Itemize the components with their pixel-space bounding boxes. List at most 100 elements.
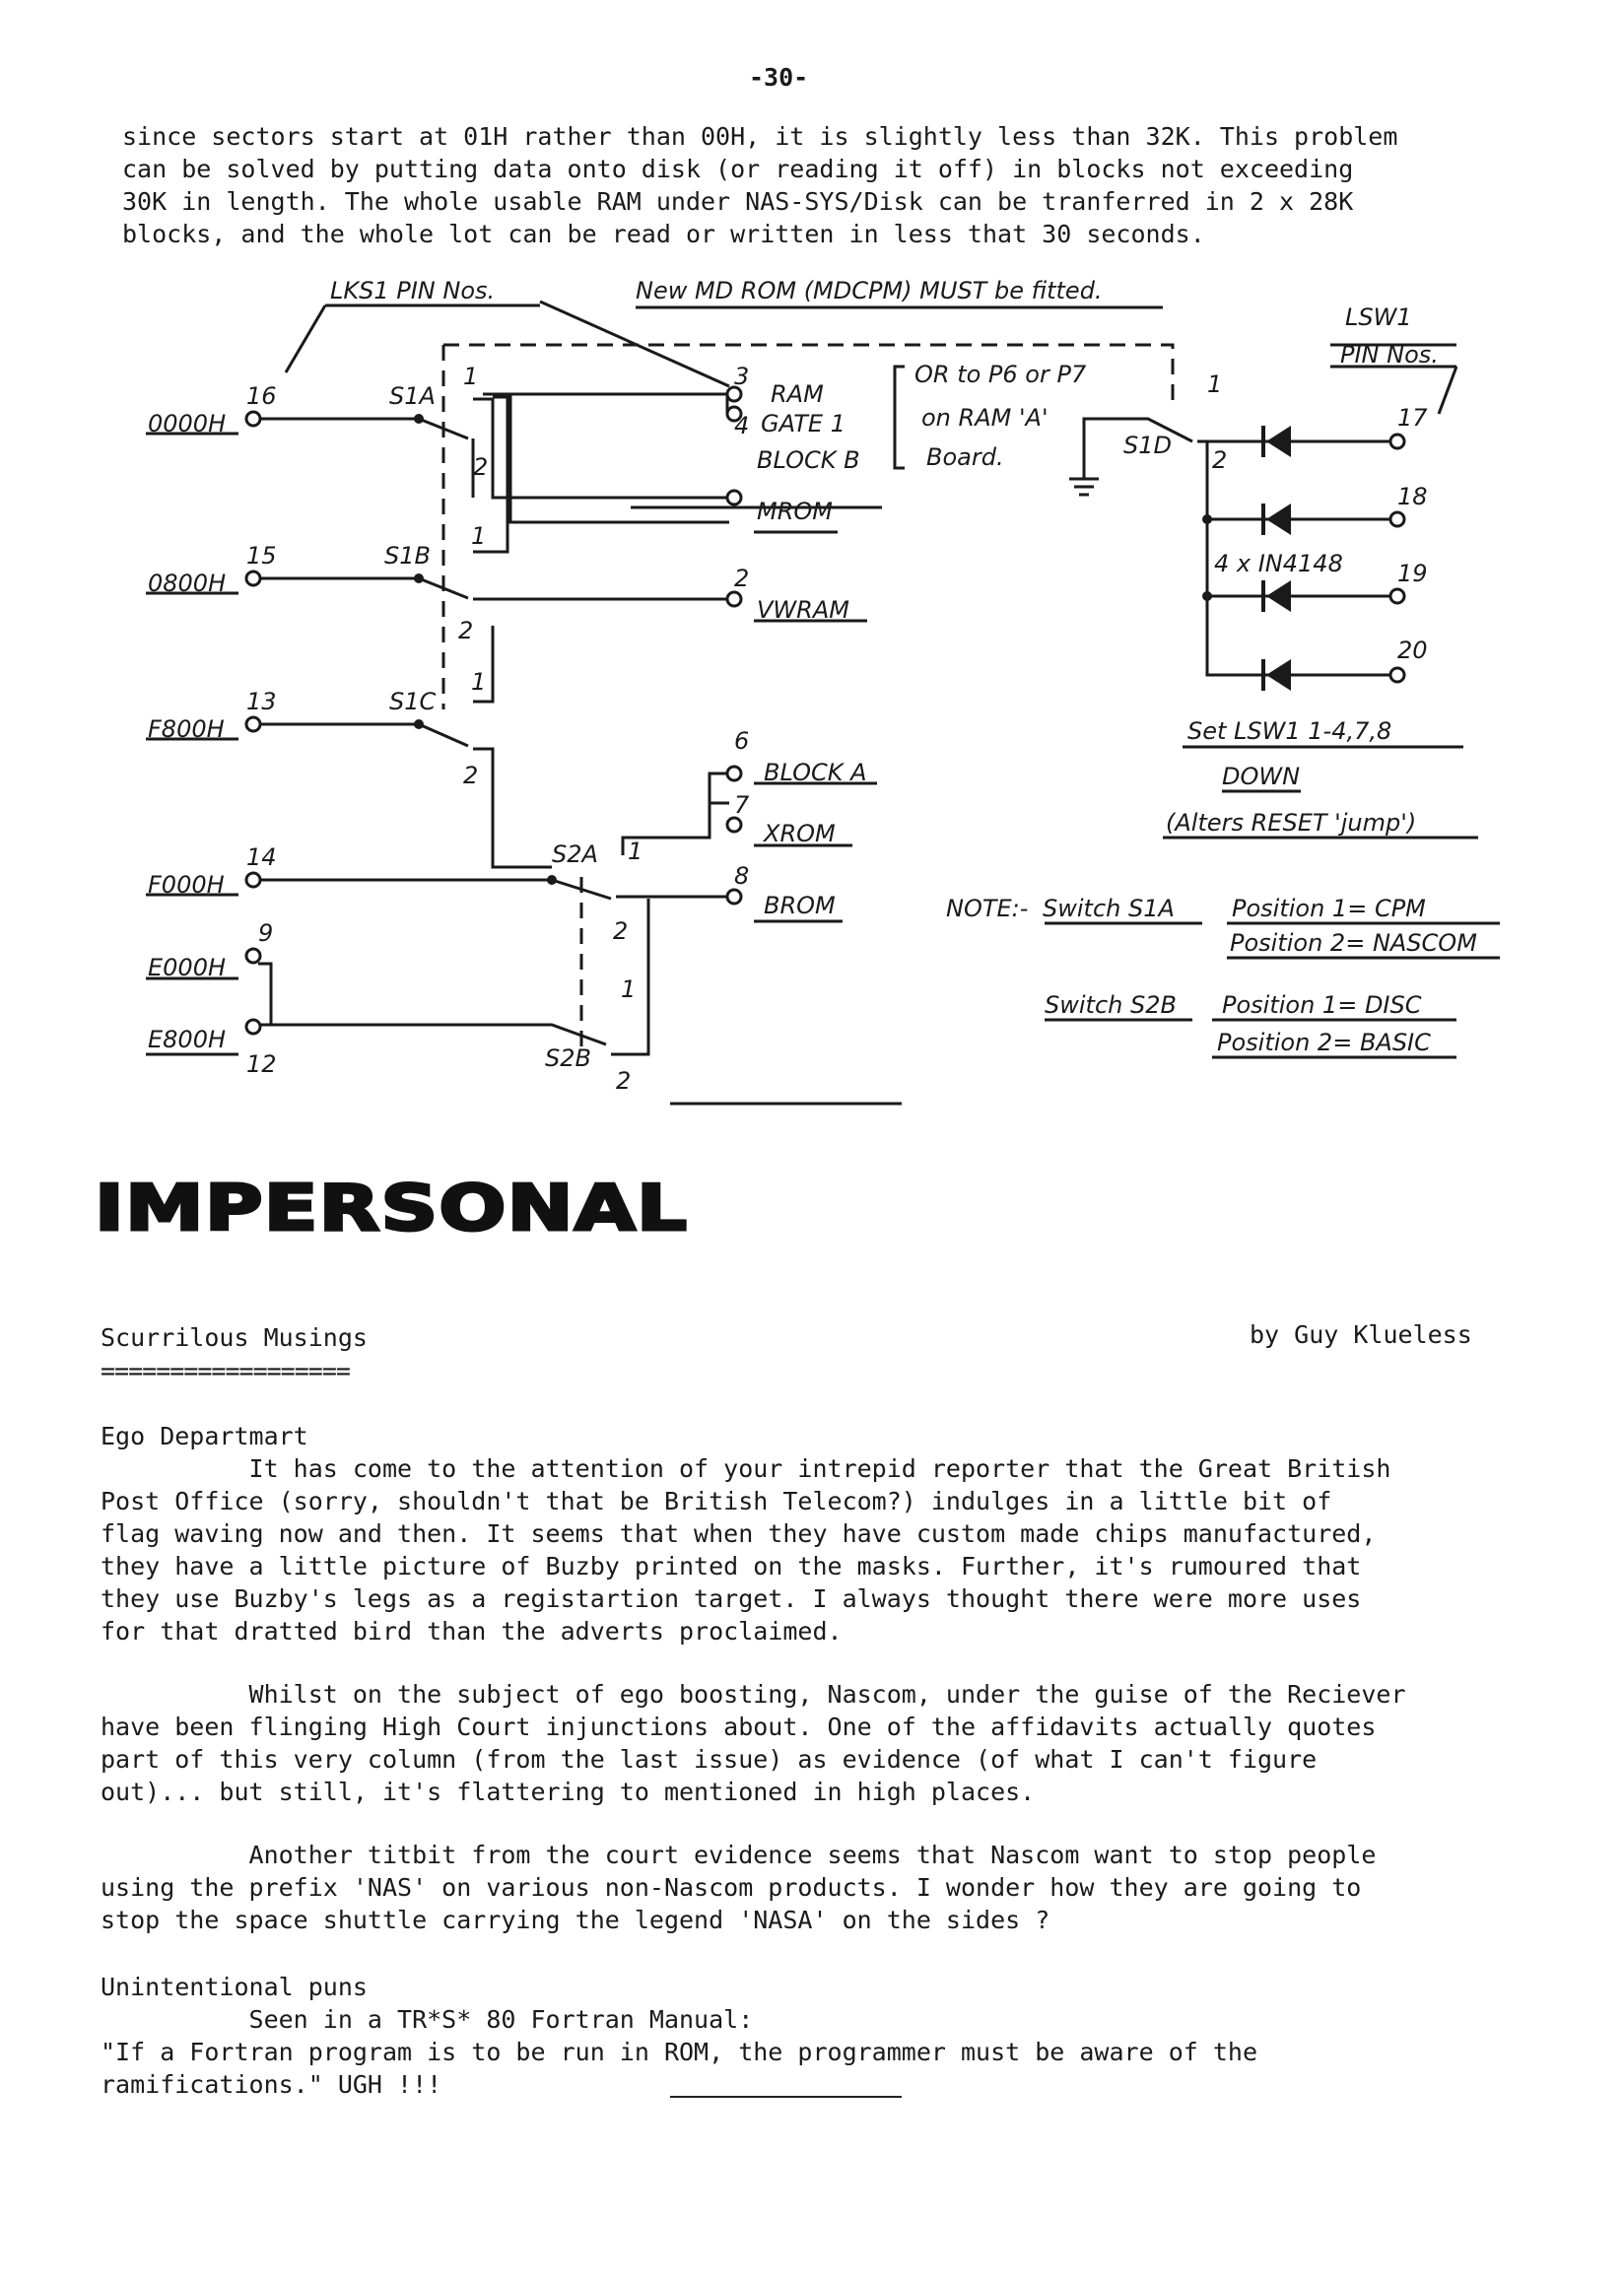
intro-line: 30K in length. The whole usable RAM unde…	[122, 187, 1354, 216]
section-subheading: Ego Departmart	[101, 1422, 308, 1450]
pin-number: 16	[246, 382, 277, 410]
position-number: 1	[621, 975, 636, 1003]
lsw-pin: 19	[1397, 560, 1428, 587]
lks1-label: LKS1 PIN Nos.	[330, 277, 495, 304]
end-rule	[670, 2096, 902, 2098]
mdrom-note: New MD ROM (MDCPM) MUST be fitted.	[636, 277, 1103, 304]
body-line: Another titbit from the court evidence s…	[101, 1841, 1377, 1869]
body-line: Whilst on the subject of ego boosting, N…	[101, 1680, 1406, 1709]
addr-label: F000H	[148, 871, 225, 899]
pin-number: 6	[734, 727, 749, 755]
pin-number: 4	[734, 412, 749, 439]
body-line: ramifications." UGH !!!	[101, 2070, 442, 2099]
lsw1-setting: DOWN	[1222, 763, 1300, 790]
board-note: Board.	[926, 443, 1004, 471]
lsw1-setting: (Alters RESET 'jump')	[1166, 809, 1416, 837]
addr-label: E800H	[148, 1026, 226, 1053]
pin-number: 8	[734, 862, 749, 890]
lsw1-pin-label: PIN Nos.	[1340, 341, 1439, 369]
column-title-underline: ==================	[101, 1357, 351, 1385]
note-position: Position 2= BASIC	[1217, 1029, 1431, 1056]
intro-paragraph: since sectors start at 01H rather than 0…	[122, 120, 1397, 250]
article-section: Ego Departmart It has come to the attent…	[101, 1420, 1390, 1647]
section-subheading: Unintentional puns	[101, 1973, 368, 2001]
body-line: out)... but still, it's flattering to me…	[101, 1778, 1036, 1806]
pin-number: 12	[246, 1050, 277, 1078]
signal-blocka: BLOCK A	[764, 759, 867, 786]
body-line: have been flinging High Court injunction…	[101, 1713, 1377, 1741]
switch-label: S1B	[384, 542, 431, 570]
signal-blockb: BLOCK B	[757, 446, 860, 474]
note-position: Position 1= DISC	[1222, 991, 1422, 1019]
note-switch: Switch S1A	[1043, 895, 1175, 922]
lsw1-label: LSW1	[1345, 303, 1412, 331]
article-section: Whilst on the subject of ego boosting, N…	[101, 1678, 1406, 1808]
position-number: 1	[471, 668, 486, 696]
position-number: 2	[1212, 446, 1227, 474]
intro-line: can be solved by putting data onto disk …	[122, 155, 1354, 183]
position-number: 2	[613, 917, 628, 945]
signal-gate1: GATE 1	[761, 410, 846, 437]
intro-line: since sectors start at 01H rather than 0…	[122, 122, 1398, 151]
pin-number: 13	[246, 688, 277, 715]
pin-number: 7	[734, 791, 750, 819]
addr-label: E000H	[148, 954, 226, 981]
position-number: 2	[463, 762, 478, 789]
board-note: OR to P6 or P7	[914, 361, 1087, 388]
switch-label: S1C	[389, 688, 437, 715]
byline: by Guy Klueless	[1250, 1320, 1472, 1349]
diode-label: 4 x IN4148	[1214, 550, 1343, 577]
switch-label: S2A	[552, 840, 598, 868]
lsw-pin: 17	[1397, 404, 1428, 432]
body-line: Seen in a TR*S* 80 Fortran Manual:	[101, 2005, 754, 2034]
signal-vwram: VWRAM	[757, 596, 849, 624]
body-line: for that dratted bird than the adverts p…	[101, 1617, 843, 1646]
note-label: NOTE:-	[946, 895, 1028, 922]
body-line: "If a Fortran program is to be run in RO…	[101, 2038, 1257, 2066]
pin-number: 2	[734, 565, 749, 592]
note-position: Position 1= CPM	[1232, 895, 1426, 922]
position-number: 1	[471, 522, 486, 550]
body-line: It has come to the attention of your int…	[101, 1454, 1391, 1483]
switch-wiring-diagram: LKS1 PIN Nos. New MD ROM (MDCPM) MUST be…	[146, 277, 1500, 1106]
position-number: 2	[458, 617, 473, 644]
body-line: Post Office (sorry, shouldn't that be Br…	[101, 1487, 1332, 1515]
addr-label: 0000H	[148, 410, 226, 437]
position-number: 1	[1207, 370, 1222, 398]
intro-line: blocks, and the whole lot can be read or…	[122, 220, 1205, 248]
lsw-pin: 20	[1397, 637, 1428, 664]
body-line: part of this very column (from the last …	[101, 1745, 1318, 1774]
pin-number: 15	[246, 542, 277, 570]
switch-label: S1A	[389, 382, 436, 410]
position-number: 2	[473, 453, 488, 481]
body-line: using the prefix 'NAS' on various non-Na…	[101, 1873, 1362, 1902]
position-number: 1	[628, 838, 643, 865]
lsw-pin: 18	[1397, 483, 1428, 510]
column-title: Scurrilous Musings	[101, 1323, 368, 1352]
signal-ram: RAM	[771, 380, 824, 408]
addr-label: F800H	[148, 715, 225, 743]
signal-xrom: XROM	[762, 820, 836, 847]
pin-number: 14	[246, 843, 277, 871]
position-number: 1	[463, 363, 478, 390]
note-switch: Switch S2B	[1045, 991, 1177, 1019]
note-position: Position 2= NASCOM	[1230, 929, 1477, 957]
signal-mrom: MROM	[757, 498, 833, 525]
switch-label: S2B	[545, 1044, 591, 1072]
switch-label: S1D	[1123, 432, 1172, 459]
article-section: Unintentional puns Seen in a TR*S* 80 Fo…	[101, 1971, 1257, 2101]
body-line: they have a little picture of Buzby prin…	[101, 1552, 1362, 1580]
article-section: Another titbit from the court evidence s…	[101, 1839, 1376, 1936]
addr-label: 0800H	[148, 570, 226, 597]
body-line: stop the space shuttle carrying the lege…	[101, 1906, 1050, 1934]
lsw1-setting: Set LSW1 1-4,7,8	[1187, 717, 1391, 745]
position-number: 2	[616, 1067, 631, 1095]
board-note: on RAM 'A'	[921, 404, 1049, 432]
pin-number: 3	[734, 363, 749, 390]
signal-brom: BROM	[764, 892, 836, 919]
body-line: flag waving now and then. It seems that …	[101, 1519, 1377, 1548]
body-line: they use Buzby's legs as a registartion …	[101, 1584, 1362, 1613]
pin-number: 9	[258, 919, 273, 947]
section-heading: IMPERSONAL	[93, 1172, 689, 1247]
page-number: -30-	[749, 63, 809, 92]
